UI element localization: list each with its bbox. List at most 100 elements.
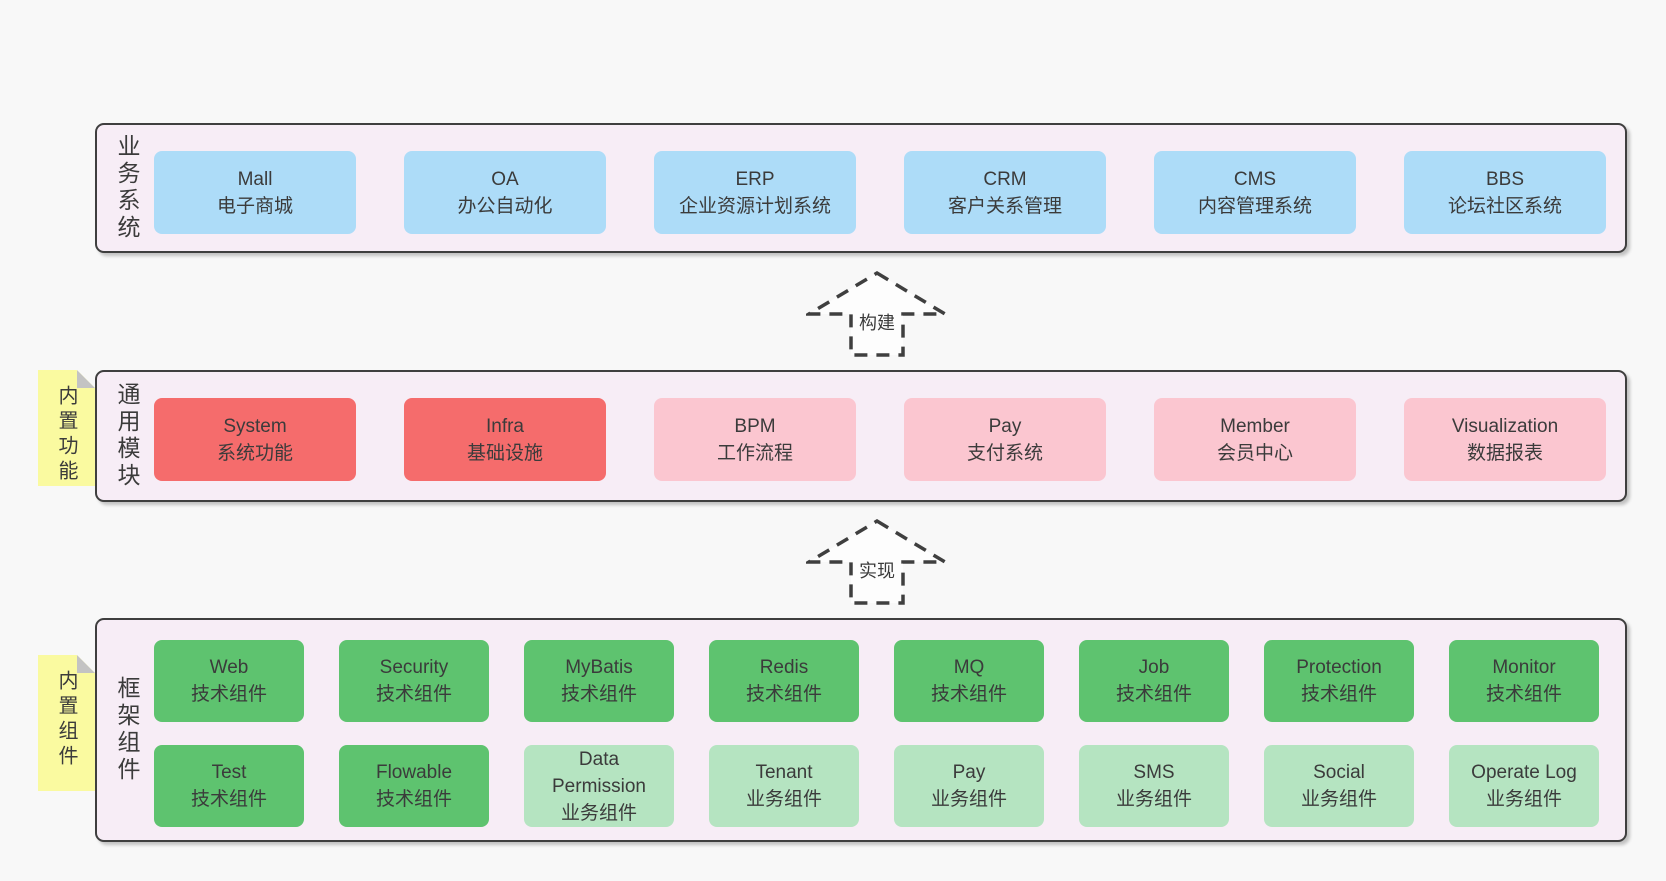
box-subtitle: 技术组件 [930,684,1007,705]
common-modules-row: System 系统功能 Infra 基础设施 BPM 工作流程 Pay 支付系统… [154,398,1606,481]
box-subtitle: 会员中心 [1216,442,1293,464]
box-infra: Infra 基础设施 [404,398,606,481]
box-title: Security [379,657,449,678]
box-oa: OA 办公自动化 [404,151,606,234]
box-web: Web 技术组件 [154,640,304,722]
framework-components-band: 框架组件 Web 技术组件 Security 技术组件 MyBatis 技术组件… [95,618,1627,842]
business-systems-row: Mall 电子商城 OA 办公自动化 ERP 企业资源计划系统 CRM 客户关系… [154,151,1606,234]
box-subtitle: 工作流程 [716,442,793,464]
box-subtitle: 内容管理系统 [1197,195,1312,217]
common-modules-band: 通用模块 System 系统功能 Infra 基础设施 BPM 工作流程 Pay… [95,370,1627,502]
box-subtitle: 业务组件 [745,789,822,810]
box-title: Infra [485,415,525,437]
box-subtitle: 数据报表 [1466,442,1543,464]
box-title: System [223,415,287,437]
box-title: Web [209,657,249,678]
box-pay: Pay 支付系统 [904,398,1106,481]
box-mybatis: MyBatis 技术组件 [524,640,674,722]
box-mq: MQ 技术组件 [894,640,1044,722]
box-data-permission: Data Permission 业务组件 [524,745,674,827]
box-subtitle: 技术组件 [560,684,637,705]
box-title: Operate Log [1471,762,1577,783]
sticky-note-label: 内置功能 [55,385,77,485]
box-title: CMS [1233,168,1277,190]
box-title: Test [211,762,247,783]
band-label-common-modules: 通用模块 [114,382,140,490]
box-subtitle: 客户关系管理 [947,195,1062,217]
box-subtitle: 业务组件 [930,789,1007,810]
box-title: Social [1313,762,1365,783]
box-title: CRM [983,168,1027,190]
box-subtitle: 技术组件 [375,684,452,705]
box-title: Protection [1296,657,1382,678]
box-protection: Protection 技术组件 [1264,640,1414,722]
box-social: Social 业务组件 [1264,745,1414,827]
box-title: OA [491,168,519,190]
box-title: Pay [952,762,986,783]
box-subtitle: 办公自动化 [457,195,553,217]
arrow-label-build: 构建 [856,312,898,334]
box-title: Job [1138,657,1170,678]
arrow-label-implement: 实现 [856,560,898,582]
box-monitor: Monitor 技术组件 [1449,640,1599,722]
framework-components-row-1: Web 技术组件 Security 技术组件 MyBatis 技术组件 Redi… [154,640,1599,722]
box-subtitle: 技术组件 [190,684,267,705]
business-systems-band: 业务系统 Mall 电子商城 OA 办公自动化 ERP 企业资源计划系统 CRM… [95,123,1627,253]
sticky-note-built-in-components: 内置组件 [38,655,95,791]
box-erp: ERP 企业资源计划系统 [654,151,856,234]
box-subtitle: 论坛社区系统 [1447,195,1562,217]
box-cms: CMS 内容管理系统 [1154,151,1356,234]
box-member: Member 会员中心 [1154,398,1356,481]
box-title: Tenant [755,762,813,783]
box-subtitle: 技术组件 [745,684,822,705]
box-title: BPM [734,415,776,437]
sticky-note-label: 内置组件 [55,670,77,770]
box-redis: Redis 技术组件 [709,640,859,722]
box-subtitle: 电子商城 [216,195,293,217]
box-subtitle: 业务组件 [1300,789,1377,810]
box-title: Monitor [1492,657,1556,678]
box-security: Security 技术组件 [339,640,489,722]
box-operate-log: Operate Log 业务组件 [1449,745,1599,827]
box-title: BBS [1485,168,1525,190]
box-title: Data Permission [552,748,646,797]
box-subtitle: 技术组件 [375,789,452,810]
box-job: Job 技术组件 [1079,640,1229,722]
sticky-note-built-in-features: 内置功能 [38,370,95,486]
box-title: SMS [1133,762,1175,783]
box-mall: Mall 电子商城 [154,151,356,234]
box-subtitle: 企业资源计划系统 [678,195,831,217]
box-subtitle: 技术组件 [190,789,267,810]
box-title: Visualization [1451,415,1559,437]
box-title: MyBatis [565,657,633,678]
box-system: System 系统功能 [154,398,356,481]
box-subtitle: 系统功能 [216,442,293,464]
box-subtitle: 业务组件 [1115,789,1192,810]
box-flowable: Flowable 技术组件 [339,745,489,827]
box-subtitle: 业务组件 [560,802,637,824]
box-crm: CRM 客户关系管理 [904,151,1106,234]
box-title: Flowable [375,762,453,783]
box-subtitle: 技术组件 [1485,684,1562,705]
box-title: Mall [237,168,273,190]
box-subtitle: 基础设施 [466,442,543,464]
box-subtitle: 业务组件 [1485,789,1562,810]
box-title: ERP [735,168,775,190]
band-label-business-systems: 业务系统 [114,134,140,242]
box-visualization: Visualization 数据报表 [1404,398,1606,481]
box-subtitle: 技术组件 [1300,684,1377,705]
box-title: Redis [759,657,809,678]
box-subtitle: 支付系统 [966,442,1043,464]
box-bbs: BBS 论坛社区系统 [1404,151,1606,234]
framework-components-row-2: Test 技术组件 Flowable 技术组件 Data Permission … [154,745,1599,827]
box-sms: SMS 业务组件 [1079,745,1229,827]
box-title: Pay [988,415,1022,437]
box-tenant: Tenant 业务组件 [709,745,859,827]
box-title: Member [1220,415,1290,437]
box-bpm: BPM 工作流程 [654,398,856,481]
box-pay-component: Pay 业务组件 [894,745,1044,827]
arrow-implement: 实现 [806,518,948,606]
arrow-build: 构建 [806,270,948,358]
box-test: Test 技术组件 [154,745,304,827]
